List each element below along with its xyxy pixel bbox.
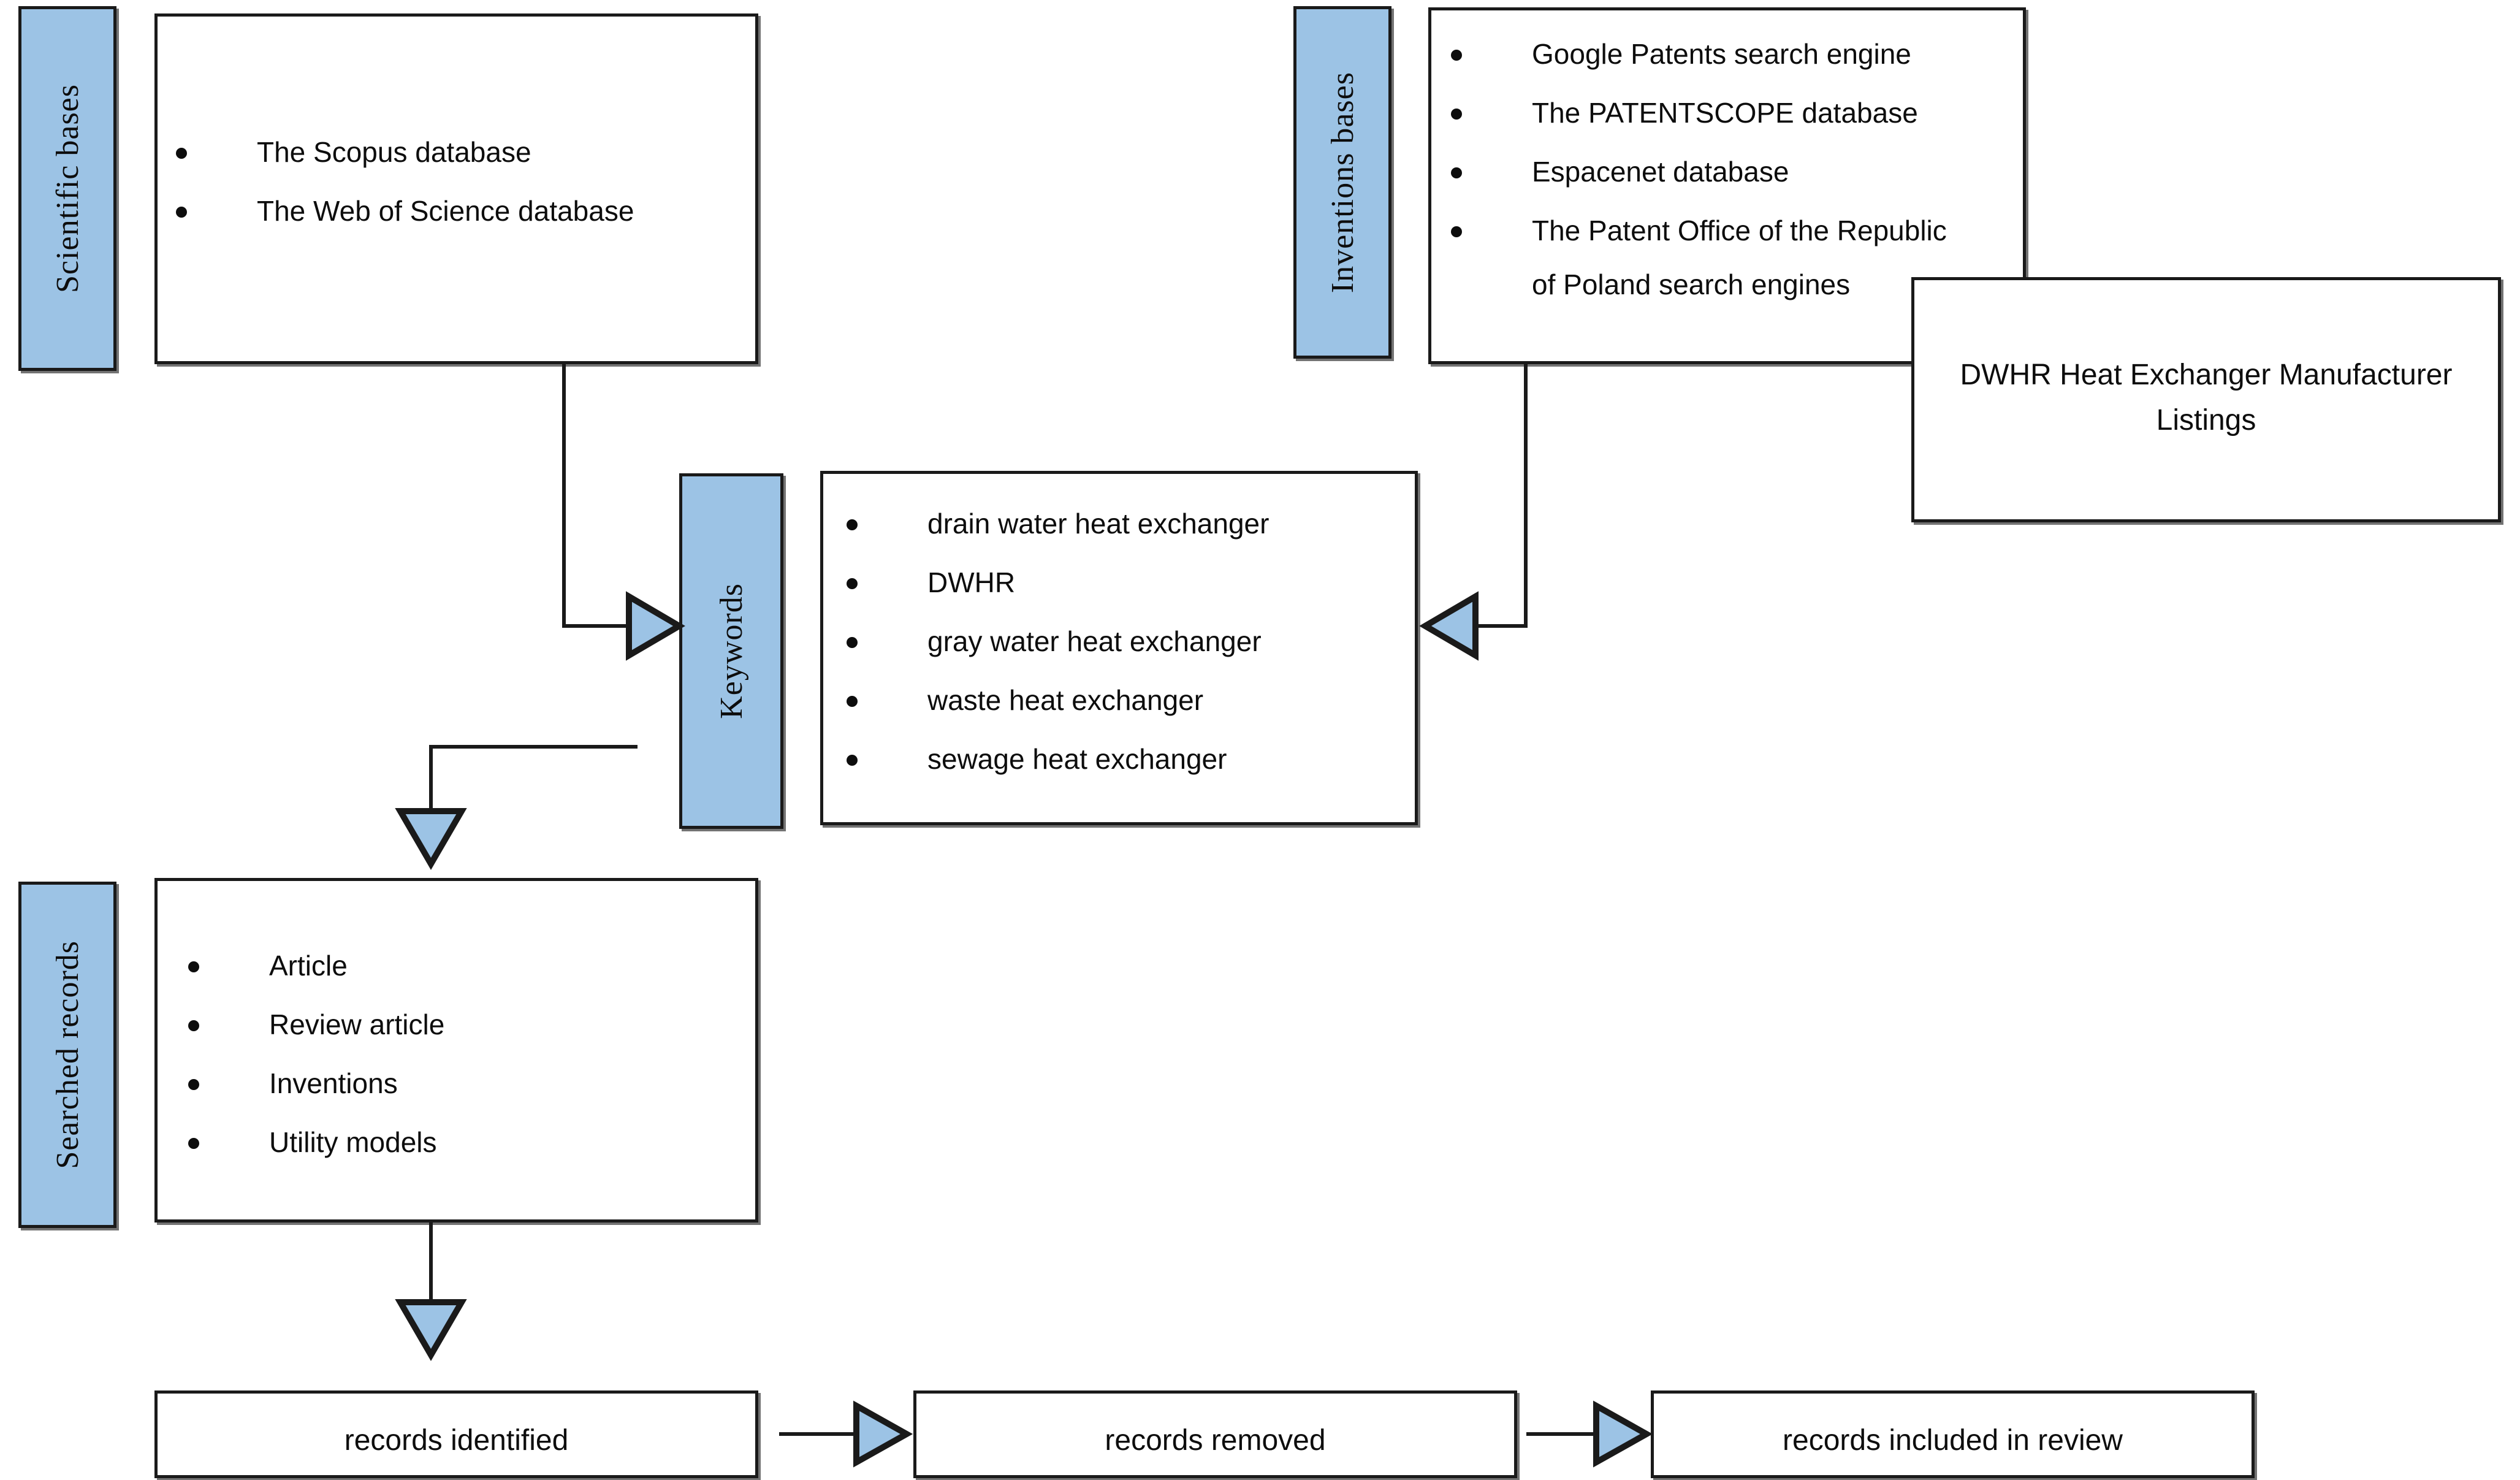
lane-label-scientific-bases: Scientific bases <box>18 6 116 371</box>
bullet-icon <box>188 1079 199 1090</box>
list-item: gray water heat exchanger <box>847 627 1269 655</box>
outcome-label-records-removed: records removed <box>1105 1424 1326 1457</box>
list-item-label: The Patent Office of the Republic <box>1532 215 1947 246</box>
list-item: Inventions <box>188 1069 444 1097</box>
manufacturer-listings-line1: DWHR Heat Exchanger Manufacturer <box>1960 359 2453 391</box>
outcome-label-records-included: records included in review <box>1783 1424 2123 1457</box>
outcome-box-records-included: records included in review <box>1651 1390 2255 1478</box>
list-item: Utility models <box>188 1128 444 1156</box>
connector-searched-to-identified-vertical <box>429 1223 433 1311</box>
lane-label-keywords: Keywords <box>679 473 783 829</box>
lane-label-searched-records-text: Searched records <box>50 940 85 1169</box>
list-item: Review article <box>188 1010 444 1039</box>
list-item-label: Utility models <box>269 1126 437 1158</box>
connector-scientific-to-keywords-vertical <box>562 364 566 628</box>
manufacturer-listings-text: DWHR Heat Exchanger Manufacturer Listing… <box>1914 353 2498 444</box>
list-item-label: The Scopus database <box>257 136 531 168</box>
bullet-icon <box>1451 226 1462 237</box>
bullet-icon <box>188 1020 199 1031</box>
lane-label-keywords-text: Keywords <box>714 583 749 719</box>
inventions-bases-box: Google Patents search engine The PATENTS… <box>1428 7 2026 364</box>
bullet-icon <box>847 578 858 589</box>
list-item-label: The PATENTSCOPE database <box>1532 97 1918 129</box>
list-item: Article <box>188 952 444 980</box>
inventions-bases-list: Google Patents search engine The PATENTS… <box>1451 40 1947 299</box>
bullet-icon <box>847 637 858 648</box>
arrow-head-down-searched-to-identified <box>395 1299 467 1361</box>
connector-removed-to-included-line <box>1526 1432 1599 1436</box>
list-item-label: Article <box>269 950 348 982</box>
list-item: The Web of Science database <box>176 197 634 225</box>
arrow-head-right-removed-to-included <box>1593 1400 1653 1468</box>
list-item: The PATENTSCOPE database <box>1451 99 1947 127</box>
bullet-icon <box>176 148 187 159</box>
connector-identified-to-removed-line <box>779 1432 859 1436</box>
manufacturer-listings-line2: Listings <box>2156 404 2256 437</box>
bullet-icon <box>176 207 187 218</box>
keywords-box: drain water heat exchanger DWHR gray wat… <box>820 471 1418 825</box>
list-item-label: gray water heat exchanger <box>927 625 1262 657</box>
list-item-label: drain water heat exchanger <box>927 508 1270 540</box>
lane-label-inventions-bases-text: Inventions bases <box>1325 71 1360 294</box>
arrow-head-down-keywords-to-searched <box>395 808 467 870</box>
list-item: Espacenet database <box>1451 158 1947 186</box>
list-item: drain water heat exchanger <box>847 509 1269 538</box>
list-item-label: Inventions <box>269 1067 398 1099</box>
list-item-label: The Web of Science database <box>257 195 634 227</box>
arrow-head-left-inventions-to-keywords <box>1419 591 1479 661</box>
bullet-icon <box>847 519 858 530</box>
list-item: The Patent Office of the Republic of Pol… <box>1451 216 1947 299</box>
outcome-label-records-identified: records identified <box>344 1424 569 1457</box>
bullet-icon <box>847 755 858 766</box>
list-item: waste heat exchanger <box>847 686 1269 714</box>
lane-label-inventions-bases: Inventions bases <box>1293 6 1391 359</box>
connector-inventions-to-keywords-horizontal <box>1466 624 1528 628</box>
list-item-label-continued: of Poland search engines <box>1532 269 1851 300</box>
outcome-box-records-identified: records identified <box>154 1390 758 1478</box>
list-item-label: Review article <box>269 1009 445 1040</box>
list-item-label: Google Patents search engine <box>1532 38 1911 70</box>
connector-inventions-to-keywords-vertical <box>1524 364 1528 628</box>
scientific-bases-box: The Scopus database The Web of Science d… <box>154 13 758 364</box>
list-item: sewage heat exchanger <box>847 745 1269 773</box>
manufacturer-listings-box: DWHR Heat Exchanger Manufacturer Listing… <box>1911 277 2501 522</box>
bullet-icon <box>1451 50 1462 61</box>
connector-keywords-to-searched-horizontal <box>429 745 638 749</box>
outcome-box-records-removed: records removed <box>913 1390 1517 1478</box>
bullet-icon <box>188 1138 199 1149</box>
list-item-label: sewage heat exchanger <box>927 743 1227 775</box>
list-item: DWHR <box>847 568 1269 597</box>
list-item-label: waste heat exchanger <box>927 684 1204 716</box>
list-item-label: Espacenet database <box>1532 156 1789 188</box>
bullet-icon <box>1451 109 1462 120</box>
connector-keywords-to-searched-vertical <box>429 745 433 822</box>
lane-label-searched-records: Searched records <box>18 882 116 1228</box>
searched-records-list: Article Review article Inventions Utilit… <box>188 952 444 1156</box>
bullet-icon <box>847 696 858 707</box>
arrow-head-right-scientific-to-keywords <box>626 591 685 661</box>
bullet-icon <box>1451 167 1462 178</box>
list-item-label: DWHR <box>927 566 1016 598</box>
bullet-icon <box>188 961 199 972</box>
keywords-list: drain water heat exchanger DWHR gray wat… <box>847 509 1269 773</box>
arrow-head-right-identified-to-removed <box>853 1400 913 1468</box>
list-item: Google Patents search engine <box>1451 40 1947 68</box>
connector-scientific-to-keywords-horizontal <box>562 624 630 628</box>
scientific-bases-list: The Scopus database The Web of Science d… <box>176 138 634 225</box>
list-item: The Scopus database <box>176 138 634 166</box>
lane-label-scientific-bases-text: Scientific bases <box>50 84 85 293</box>
searched-records-box: Article Review article Inventions Utilit… <box>154 878 758 1223</box>
